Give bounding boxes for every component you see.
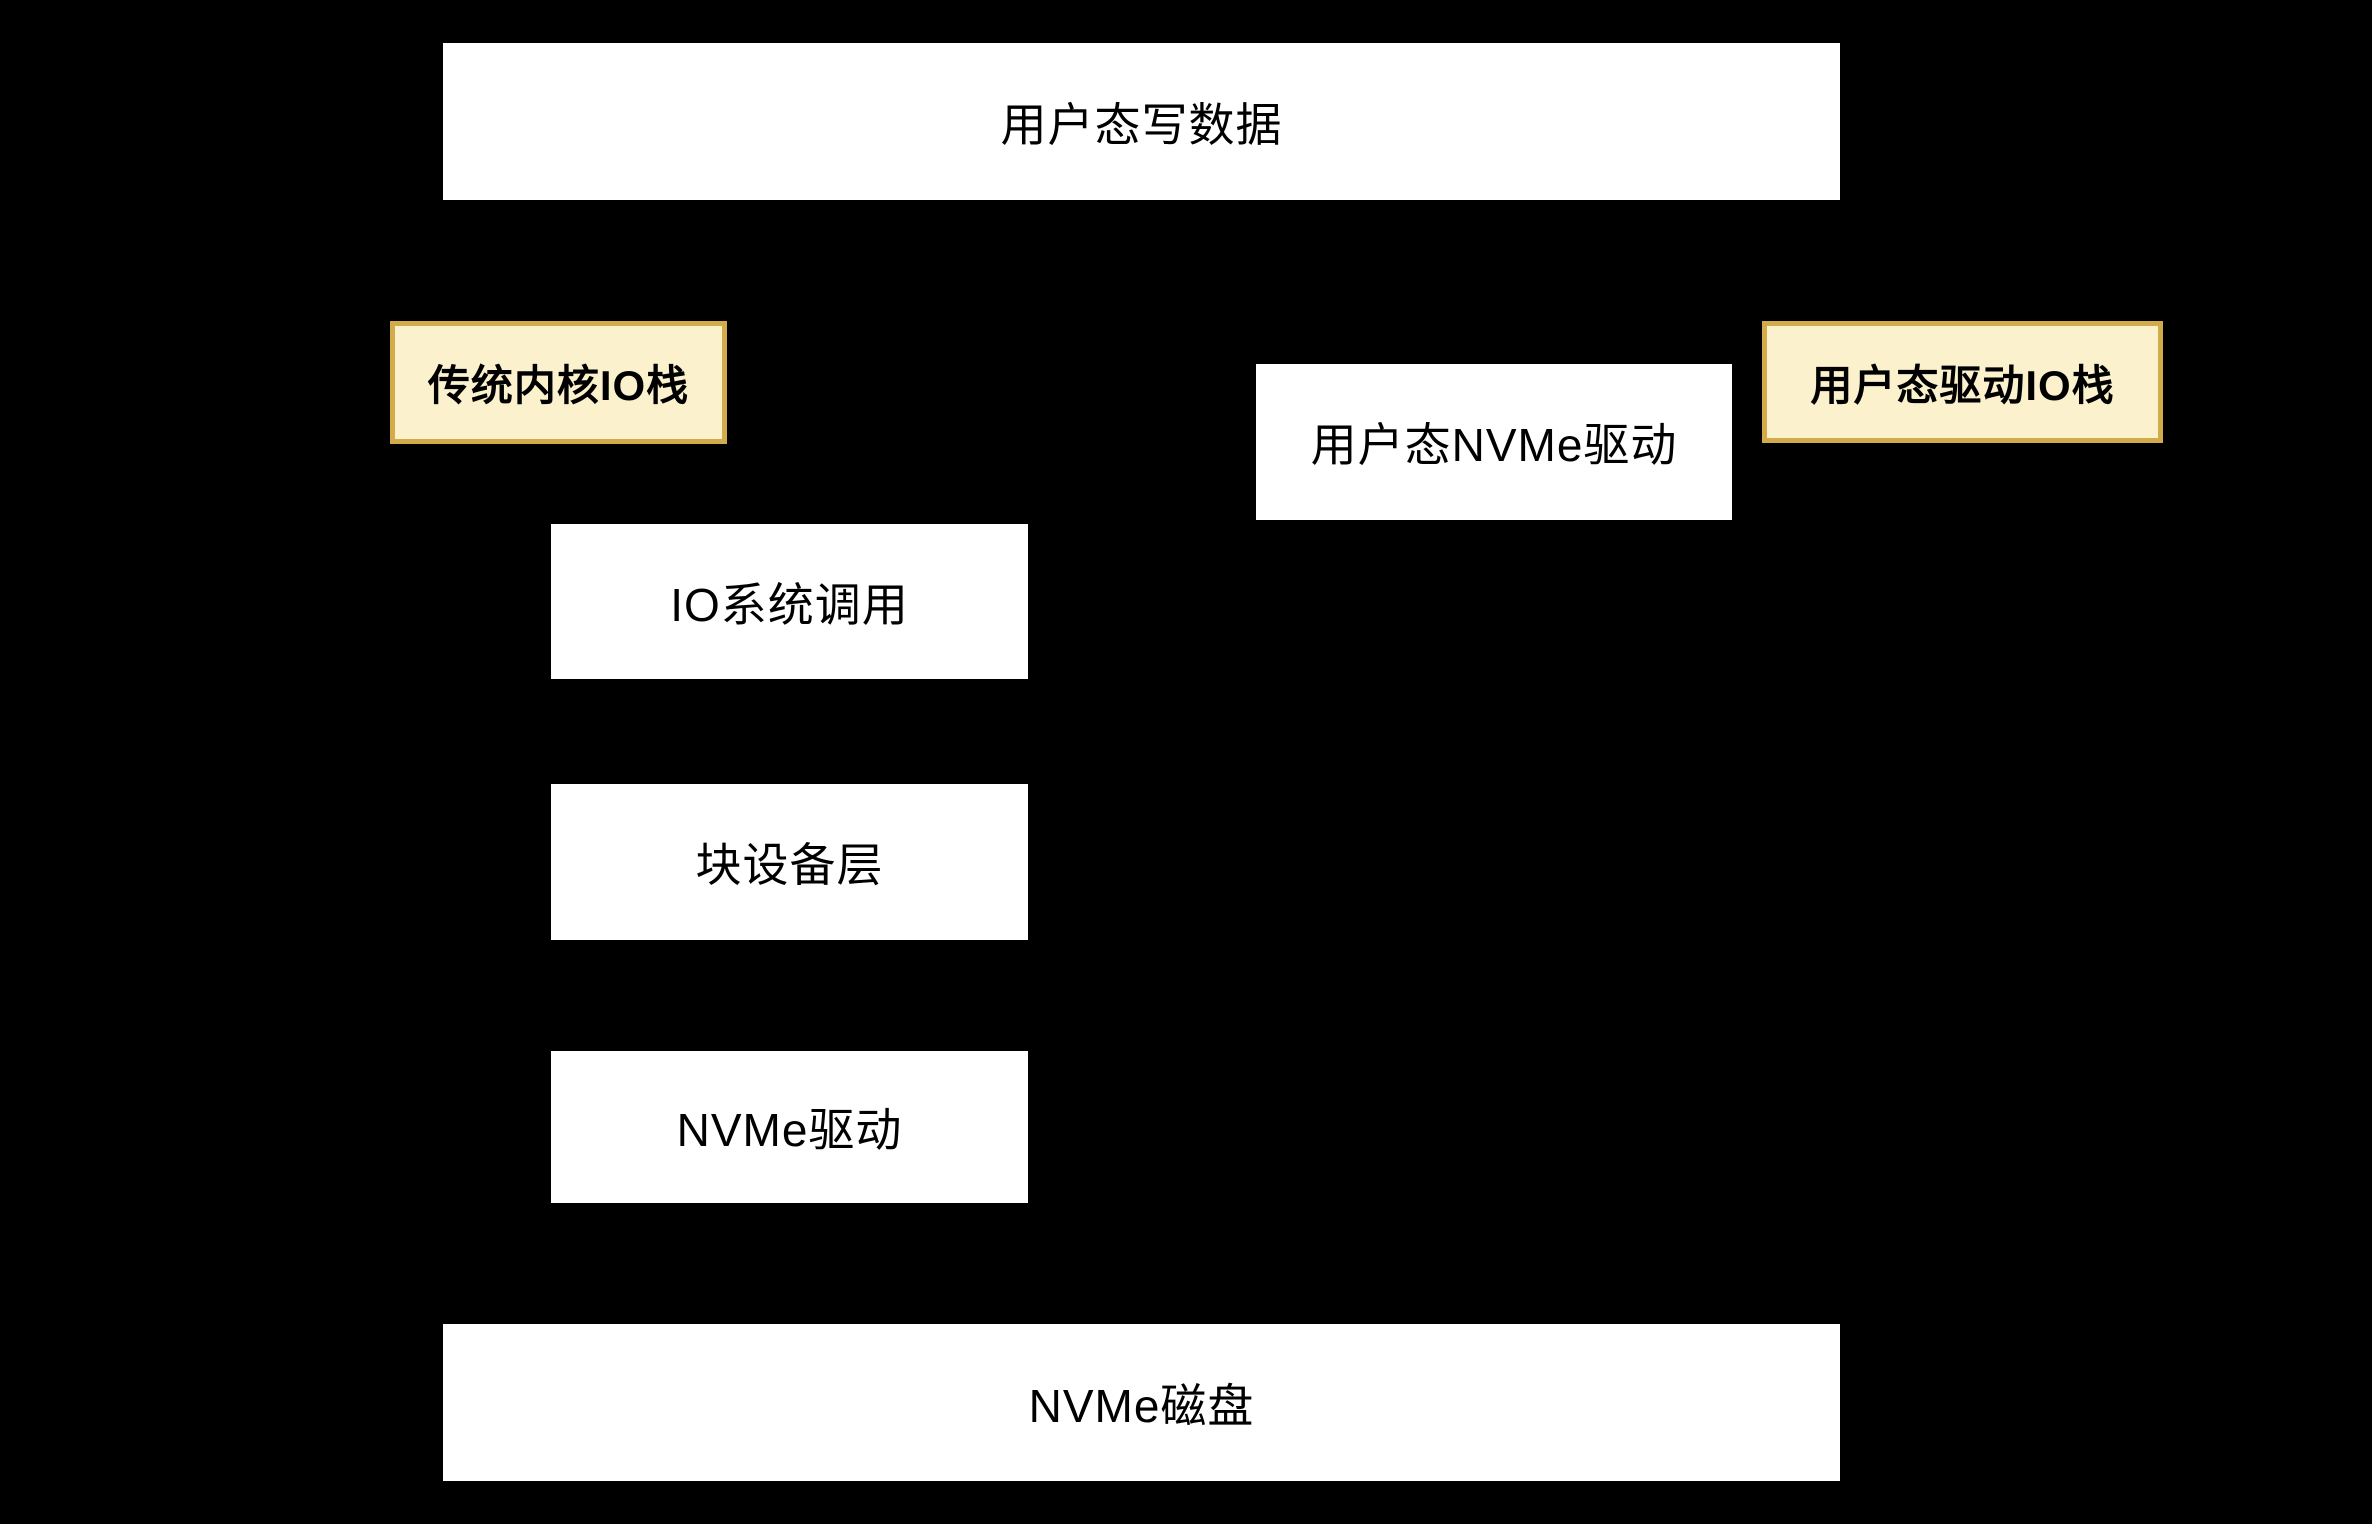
user-write-data-box: 用户态写数据 <box>443 43 1840 200</box>
block-device-layer-box: 块设备层 <box>551 784 1028 940</box>
kernel-nvme-driver-box: NVMe驱动 <box>551 1051 1028 1203</box>
user-mode-driver-io-stack-label: 用户态驱动IO栈 <box>1762 321 2163 443</box>
io-syscall-box: IO系统调用 <box>551 524 1028 679</box>
nvme-disk-box: NVMe磁盘 <box>443 1324 1840 1481</box>
user-mode-nvme-driver-box: 用户态NVMe驱动 <box>1256 364 1732 520</box>
traditional-kernel-io-stack-label: 传统内核IO栈 <box>390 321 727 444</box>
